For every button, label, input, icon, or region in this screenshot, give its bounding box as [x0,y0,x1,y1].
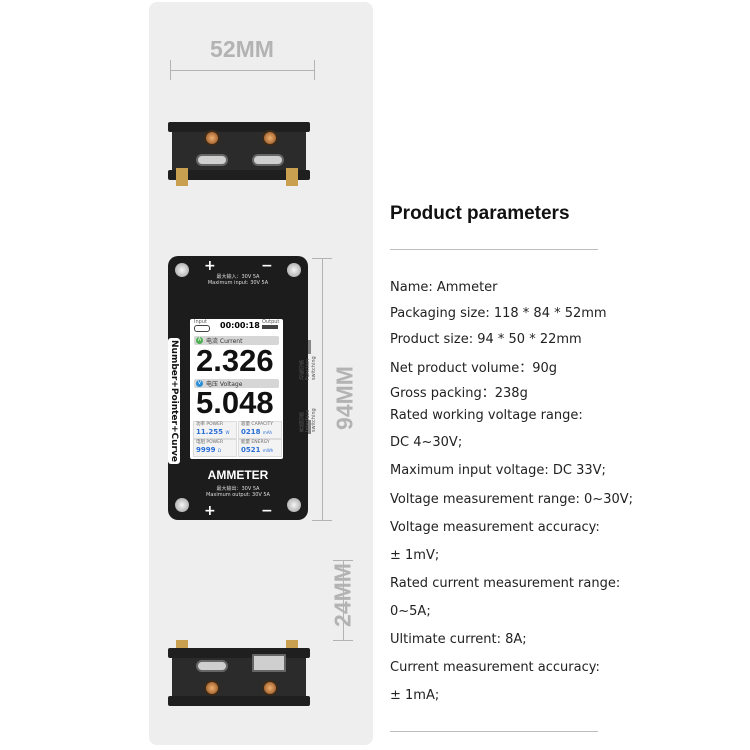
logo-chinese: 蚂蚁新 [64,296,83,303]
power-header: 功率 POWER [196,422,224,427]
param-item: Rated working voltage range: [390,408,583,423]
usb-c-port-icon [252,154,284,166]
registered-mark: ® [87,288,93,295]
capacity-value: 0218 [241,428,261,436]
output-tag: Output [262,319,280,325]
capacity-cell: 容量 CAPACITY 0218 mAh [238,421,282,439]
side-body [172,132,306,172]
top-plate [168,648,310,658]
max-output-cn: 最大输出：30V 5A [216,486,260,492]
usb-a-port-icon [252,654,286,672]
mode-side-label: Number+Pointer+Curve [168,338,180,464]
param-item: Packaging size: 118 * 84 * 52mm [390,306,607,321]
height-dimension-label: 94MM [331,366,358,430]
input-tag: Input [194,319,207,325]
height-tick-bottom [312,520,332,521]
resistance-value: 9999 [196,446,216,454]
usb-c-port-icon [196,660,228,672]
capacity-header: 容量 CAPACITY [241,422,274,427]
usb-c-port-icon [196,154,228,166]
screw-icon [287,498,301,512]
param-item: 0~5A; [390,604,431,619]
voltage-label: 电压 Voltage [206,381,243,388]
depth-tick-bottom [333,640,353,641]
param-item: Current measurement accuracy: [390,660,600,675]
param-item: Name: Ammeter [390,280,498,295]
minus-terminal-icon: − [261,258,273,274]
terminal-icon [262,680,278,696]
interface-button [308,420,311,434]
param-item: Ultimate current: 8A; [390,632,527,647]
pcb-strip [176,168,188,186]
depth-dimension-label: 24MM [329,563,356,627]
energy-value: 0521 [241,446,261,454]
params-bottom-divider [390,731,598,732]
height-dimension-line [322,258,323,520]
pcb-strip [286,168,298,186]
terminal-icon [262,130,278,146]
width-tick-left [170,60,171,80]
bottom-side-view [168,640,310,710]
screw-icon [287,263,301,277]
plus-terminal-icon: + [204,503,216,519]
terminal-icon [204,130,220,146]
max-input-cn: 最大输入：30V 5A [216,274,260,280]
power-cell: 功率 POWER 11.255 W [193,421,237,439]
top-side-view [168,120,310,190]
terminal-icon [204,680,220,696]
screw-icon [175,263,189,277]
resistance-header: 电阻 POWER [196,440,224,445]
energy-header: 能量 ENERGY [241,440,270,445]
usb-output-icon [262,325,278,329]
current-icon: A [196,337,203,344]
depth-tick-top [333,560,353,561]
param-item: Voltage measurement accuracy: [390,520,600,535]
resistance-cell: 电阻 POWER 9999 Ω [193,439,237,457]
bottom-plate [168,170,310,180]
params-top-divider [390,249,598,250]
param-item: ± 1mA; [390,688,440,703]
depth-dimension-line [343,560,344,640]
energy-cell: 能量 ENERGY 0521 mWh [238,439,282,457]
voltage-value: 5.048 [196,385,274,420]
param-item: Gross packing：238g [390,386,528,401]
usb-input-icon [194,325,210,332]
energy-unit: mWh [262,448,274,453]
plus-terminal-icon: + [204,258,216,274]
width-dimension-label: 52MM [210,36,274,62]
top-plate [168,122,310,132]
height-tick-top [312,258,332,259]
max-output-en: Maximum output: 30V 5A [206,492,270,498]
maant-logo: M [47,290,64,310]
max-input-en: Maximum input: 30V 5A [207,280,269,286]
resistance-unit: Ω [217,448,221,453]
param-item: Maximum input voltage: DC 33V; [390,463,606,478]
elapsed-timer: 00:00:18 [220,321,260,330]
param-item: DC 4~30V; [390,435,463,450]
width-dimension-line [170,70,314,71]
param-item: Net product volume：90g [390,361,558,376]
power-value: 11.255 [196,428,224,436]
current-label: 电流 Current [206,338,243,345]
params-title: Product parameters [390,203,570,224]
capacity-unit: mAh [262,430,273,435]
logo-english: aAnt [64,302,81,310]
power-unit: W [225,430,230,435]
param-item: Product size: 94 * 50 * 22mm [390,332,582,347]
voltage-icon: V [196,380,203,387]
bottom-plate [168,696,310,706]
function-button [308,340,311,354]
current-value: 2.326 [196,343,274,378]
param-item: ± 1mV; [390,548,440,563]
minus-terminal-icon: − [261,503,273,519]
screw-icon [175,498,189,512]
ammeter-print: AMMETER [207,468,269,482]
param-item: Voltage measurement range: 0~30V; [390,492,634,507]
width-tick-right [314,60,315,80]
param-item: Rated current measurement range: [390,576,621,591]
